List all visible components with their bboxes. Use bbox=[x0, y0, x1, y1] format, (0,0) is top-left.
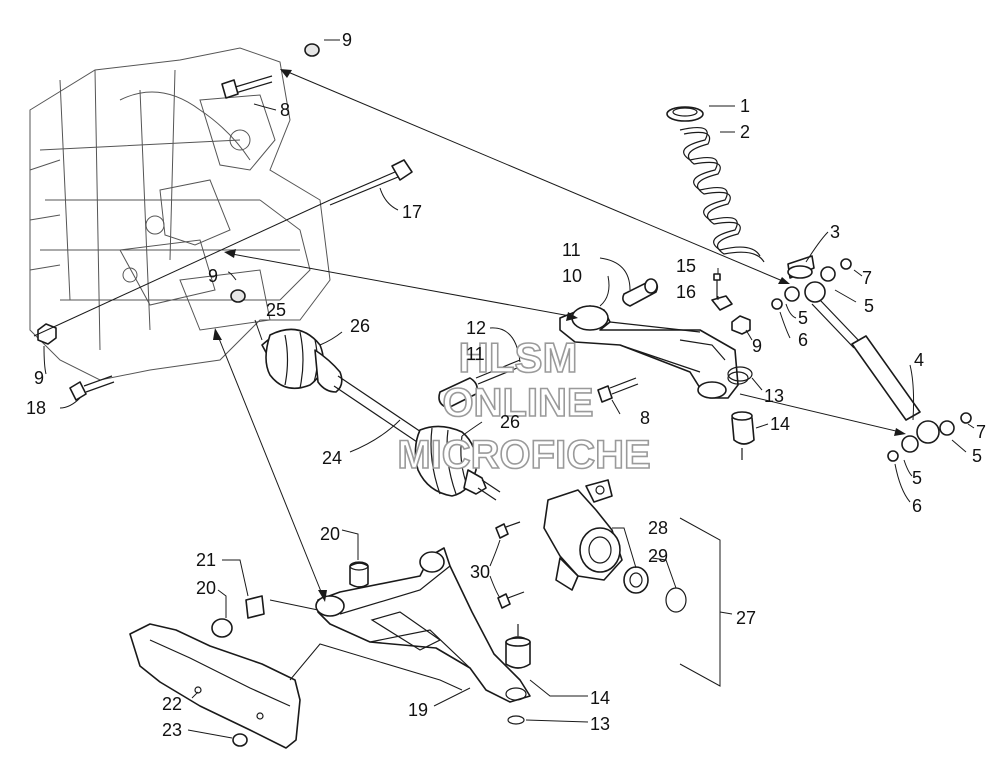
watermark-line-1: HLSM bbox=[459, 334, 578, 381]
bushing-21 bbox=[245, 595, 265, 619]
callout-8b: 8 bbox=[640, 408, 650, 428]
leader-lines bbox=[43, 39, 975, 739]
callout-20b: 20 bbox=[196, 578, 216, 598]
bearing-28 bbox=[623, 566, 649, 594]
bushing-5b-top bbox=[820, 266, 836, 282]
circlip-13-upper bbox=[727, 366, 753, 382]
callout-14b: 14 bbox=[590, 688, 610, 708]
vehicle-frame bbox=[29, 47, 331, 381]
screw-23 bbox=[232, 733, 248, 747]
lower-a-arm-19 bbox=[315, 547, 531, 703]
bushing-20-arm bbox=[349, 561, 369, 588]
bolt-15 bbox=[713, 273, 721, 298]
callout-25: 25 bbox=[266, 300, 286, 320]
spring-retainer-1 bbox=[666, 106, 704, 122]
bolt-8-upper bbox=[221, 75, 273, 99]
callout-12: 12 bbox=[466, 318, 486, 338]
washer-9-mid bbox=[230, 289, 246, 303]
drive-axle-24 bbox=[261, 328, 501, 501]
callout-28: 28 bbox=[648, 518, 668, 538]
callout-23: 23 bbox=[162, 720, 182, 740]
washer-9-top bbox=[304, 43, 320, 57]
callout-22: 22 bbox=[162, 694, 182, 714]
callout-26a: 26 bbox=[350, 316, 370, 336]
callout-numbers: 1 2 3 4 5 5 5 5 6 6 7 7 8 8 9 9 9 9 10 1… bbox=[26, 30, 986, 740]
bolts-30 bbox=[495, 521, 525, 609]
callout-2: 2 bbox=[740, 122, 750, 142]
callout-9d: 9 bbox=[752, 336, 762, 356]
bushing-5-top bbox=[784, 286, 800, 302]
callout-29: 29 bbox=[648, 546, 668, 566]
clip-16 bbox=[711, 295, 733, 311]
bushing-5b-lower bbox=[939, 420, 955, 436]
callout-7b: 7 bbox=[976, 422, 986, 442]
bushing-11-lower bbox=[438, 359, 523, 409]
nut-9-left bbox=[37, 323, 57, 345]
spacer-6-top bbox=[771, 298, 783, 310]
callout-15: 15 bbox=[676, 256, 696, 276]
callout-13a: 13 bbox=[764, 386, 784, 406]
callout-14a: 14 bbox=[770, 414, 790, 434]
bushing-5-lower bbox=[901, 435, 919, 453]
long-bolt-17 bbox=[329, 159, 413, 206]
bushing-11-upper bbox=[622, 278, 659, 307]
spring-seat-3 bbox=[787, 255, 815, 279]
callout-6a: 6 bbox=[798, 330, 808, 350]
callout-11a: 11 bbox=[562, 240, 581, 260]
ball-joint-14-lower bbox=[505, 624, 531, 669]
callout-9a: 9 bbox=[342, 30, 352, 50]
callout-5a: 5 bbox=[864, 296, 874, 316]
callout-3: 3 bbox=[830, 222, 840, 242]
bolt-8-lower bbox=[597, 377, 639, 403]
callout-11b: 11 bbox=[466, 344, 485, 364]
spacer-6-lower bbox=[887, 450, 899, 462]
callout-21: 21 bbox=[196, 550, 216, 570]
callout-5d: 5 bbox=[912, 468, 922, 488]
callout-30: 30 bbox=[470, 562, 490, 582]
callout-8a: 8 bbox=[280, 100, 290, 120]
bolt-18 bbox=[69, 375, 115, 401]
callout-16: 16 bbox=[676, 282, 696, 302]
callout-26b: 26 bbox=[500, 412, 520, 432]
skid-plate-22 bbox=[129, 623, 301, 749]
callout-5b: 5 bbox=[798, 308, 808, 328]
callout-4: 4 bbox=[914, 350, 924, 370]
assembly-arrows bbox=[33, 69, 906, 691]
callout-20a: 20 bbox=[320, 524, 340, 544]
callout-24: 24 bbox=[322, 448, 342, 468]
callout-1: 1 bbox=[740, 96, 750, 116]
steering-knuckle bbox=[543, 479, 623, 591]
callout-7a: 7 bbox=[862, 268, 872, 288]
spacer-7-top bbox=[840, 258, 852, 270]
callout-19: 19 bbox=[408, 700, 428, 720]
circlip-29 bbox=[665, 587, 687, 613]
callout-9b: 9 bbox=[208, 266, 218, 286]
watermark: HLSM ONLINE MICROFICHE bbox=[397, 333, 652, 478]
upper-a-arm-10 bbox=[559, 305, 749, 399]
callout-6b: 6 bbox=[912, 496, 922, 516]
coil-spring-2 bbox=[679, 127, 765, 263]
callout-9c: 9 bbox=[34, 368, 44, 388]
callout-13b: 13 bbox=[590, 714, 610, 734]
ball-joint-14-upper bbox=[731, 411, 755, 460]
watermark-line-2: ONLINE bbox=[442, 381, 593, 425]
callout-27: 27 bbox=[736, 608, 756, 628]
nut-9-arm bbox=[731, 315, 751, 335]
watermark-line-3: MICROFICHE bbox=[397, 433, 650, 477]
shock-absorber-4 bbox=[804, 281, 940, 444]
callout-10: 10 bbox=[562, 266, 582, 286]
callout-18: 18 bbox=[26, 398, 46, 418]
callout-5c: 5 bbox=[972, 446, 982, 466]
circlip-13-lower bbox=[507, 715, 525, 725]
bushing-20-left bbox=[211, 618, 233, 638]
callout-17: 17 bbox=[402, 202, 422, 222]
spacer-7-lower bbox=[960, 412, 972, 424]
